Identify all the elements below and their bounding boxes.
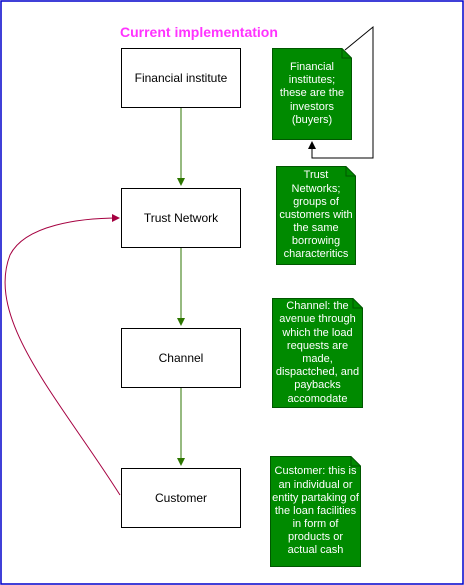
customer-label: Customer <box>154 490 207 505</box>
note-financial-text: Financial institutes; these are the inve… <box>279 61 345 126</box>
note-trust: Trust Networks; groups of customers with… <box>276 166 356 265</box>
financial-institute-box: Financial institute <box>121 48 241 108</box>
channel-box: Channel <box>121 328 241 388</box>
financial-institute-label: Financial institute <box>134 70 228 85</box>
note-channel-text: Channel: the avenue through which the lo… <box>275 300 360 405</box>
trust-network-box: Trust Network <box>121 188 241 248</box>
note-customer-text: Customer: this is an individual or entit… <box>272 465 359 557</box>
note-trust-text: Trust Networks; groups of customers with… <box>279 169 353 261</box>
note-shape <box>272 298 363 408</box>
diagram-title: Current implementation <box>120 24 278 40</box>
arrow-customer-to-trust <box>4 214 121 496</box>
note-shape <box>272 48 352 140</box>
channel-label: Channel <box>158 350 204 365</box>
arrow-note-loop <box>308 25 374 159</box>
note-shape <box>270 456 361 567</box>
note-customer: Customer: this is an individual or entit… <box>270 456 361 567</box>
note-shape <box>276 166 356 265</box>
note-financial: Financial institutes; these are the inve… <box>272 48 352 140</box>
note-channel: Channel: the avenue through which the lo… <box>272 298 363 408</box>
trust-network-label: Trust Network <box>143 210 219 225</box>
customer-box: Customer <box>121 468 241 528</box>
